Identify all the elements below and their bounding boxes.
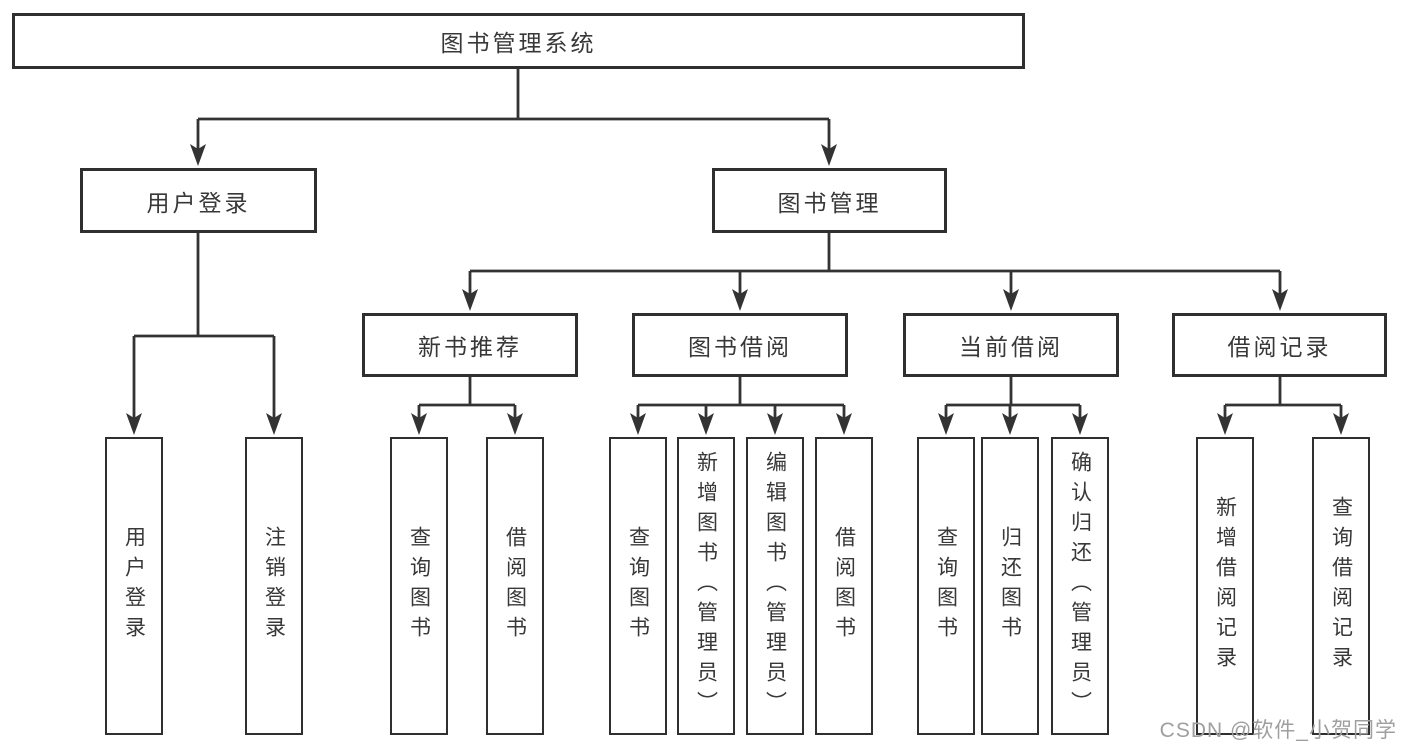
node-library-management-system: 图书管理系统 bbox=[12, 13, 1025, 69]
node-label: 查询图书 bbox=[934, 526, 958, 646]
node-current-borrowing: 当前借阅 bbox=[903, 313, 1119, 377]
node-label: 查询借阅记录 bbox=[1329, 496, 1353, 676]
node-label: 图书管理系统 bbox=[440, 30, 597, 56]
node-label: 归还图书 bbox=[998, 526, 1022, 646]
node-label: 确认归还（管理员） bbox=[1068, 451, 1092, 721]
node-label: 新增图书（管理员） bbox=[694, 451, 718, 721]
node-label: 新书推荐 bbox=[418, 334, 522, 360]
leaf-borrow-borrow-books: 借阅图书 bbox=[815, 437, 873, 735]
node-label: 当前借阅 bbox=[959, 334, 1063, 360]
node-label: 用户登录 bbox=[146, 189, 251, 216]
leaf-record-query-borrow-record: 查询借阅记录 bbox=[1312, 437, 1370, 735]
leaf-borrow-add-books-admin: 新增图书（管理员） bbox=[677, 437, 735, 735]
node-label: 查询图书 bbox=[407, 526, 431, 646]
connector-path bbox=[132, 69, 1343, 421]
node-label: 新增借阅记录 bbox=[1213, 496, 1237, 676]
leaf-borrow-query-books: 查询图书 bbox=[609, 437, 667, 735]
node-label: 图书管理 bbox=[777, 189, 882, 216]
node-label: 查询图书 bbox=[626, 526, 650, 646]
node-label: 编辑图书（管理员） bbox=[763, 451, 787, 721]
node-label: 借阅记录 bbox=[1227, 334, 1332, 360]
leaf-current-confirm-return-admin: 确认归还（管理员） bbox=[1051, 437, 1109, 735]
leaf-newbook-query-books: 查询图书 bbox=[390, 437, 448, 735]
leaf-user-login: 用户登录 bbox=[105, 437, 163, 735]
leaf-logout: 注销登录 bbox=[245, 437, 303, 735]
leaf-borrow-edit-books-admin: 编辑图书（管理员） bbox=[746, 437, 804, 735]
node-label: 图书借阅 bbox=[688, 334, 792, 360]
node-borrowing-records: 借阅记录 bbox=[1172, 313, 1387, 377]
node-new-book-recommend: 新书推荐 bbox=[362, 313, 578, 377]
leaf-current-query-books: 查询图书 bbox=[917, 437, 975, 735]
leaf-record-add-borrow-record: 新增借阅记录 bbox=[1196, 437, 1254, 735]
leaf-newbook-borrow-books: 借阅图书 bbox=[486, 437, 544, 735]
node-user-login: 用户登录 bbox=[80, 168, 317, 233]
node-book-management: 图书管理 bbox=[712, 168, 947, 233]
node-label: 借阅图书 bbox=[832, 526, 856, 646]
node-label: 注销登录 bbox=[262, 526, 286, 646]
node-label: 用户登录 bbox=[122, 526, 146, 646]
node-book-borrowing: 图书借阅 bbox=[632, 313, 848, 377]
leaf-current-return-books: 归还图书 bbox=[981, 437, 1039, 735]
node-label: 借阅图书 bbox=[503, 526, 527, 646]
watermark-csdn: CSDN @软件_小贺同学 bbox=[1159, 719, 1397, 742]
